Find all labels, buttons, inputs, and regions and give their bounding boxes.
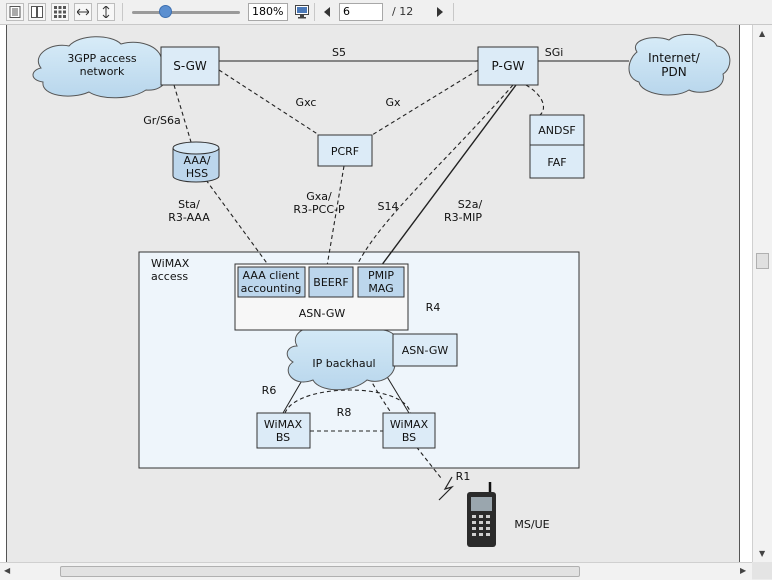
label-3gpp-access-1: 3GPP access xyxy=(67,52,137,65)
label-andsf: ANDSF xyxy=(538,124,576,137)
andsf-link xyxy=(525,84,545,119)
label-internet-1: Internet/ xyxy=(648,51,701,65)
label-ip-backhaul: IP backhaul xyxy=(312,357,375,370)
scroll-up-icon[interactable]: ▲ xyxy=(759,29,766,38)
document-page: 3GPP access network S-GW P-GW Internet/ … xyxy=(6,25,740,562)
gxc-link xyxy=(218,69,320,136)
next-page-icon[interactable] xyxy=(433,4,447,20)
label-pcrf: PCRF xyxy=(331,145,359,158)
scroll-left-icon[interactable]: ◀ xyxy=(4,566,11,575)
two-page-icon[interactable] xyxy=(28,3,46,21)
prev-page-icon[interactable] xyxy=(320,4,334,20)
label-r8: R8 xyxy=(337,406,352,419)
page-total: / 12 xyxy=(392,5,414,18)
label-pmip-2: MAG xyxy=(368,282,393,295)
label-r4: R4 xyxy=(426,301,441,314)
label-sta-2: R3-AAA xyxy=(168,211,210,224)
faf-box xyxy=(529,144,585,179)
bs-right-box xyxy=(382,412,436,449)
label-3gpp-access-2: network xyxy=(80,65,125,78)
scroll-corner xyxy=(752,562,772,579)
fit-height-icon[interactable] xyxy=(97,3,115,21)
label-wimax-access-2: access xyxy=(151,270,188,283)
label-aaa-client-2: accounting xyxy=(241,282,302,295)
radio-link-icon xyxy=(438,476,455,501)
label-bs-left-1: WiMAX xyxy=(264,418,303,431)
pgw-box xyxy=(477,46,539,86)
label-s2a-2: R3-MIP xyxy=(444,211,482,224)
label-aaa-hss-1: AAA/ xyxy=(184,154,211,167)
horizontal-scrollbar[interactable]: ◀ ▶ xyxy=(0,562,752,580)
label-s2a-1: S2a/ xyxy=(458,198,483,211)
gxa-link xyxy=(326,165,345,267)
label-pmip-1: PMIP xyxy=(368,269,394,282)
label-sta-1: Sta/ xyxy=(178,198,200,211)
label-r1: R1 xyxy=(456,470,471,483)
toolbar: 180% 6 / 12 xyxy=(0,0,772,25)
label-gxa-1: Gxa/ xyxy=(306,190,332,203)
single-page-icon[interactable] xyxy=(6,3,24,21)
asn-gw-side-box xyxy=(392,333,458,367)
label-asn-gw-main: ASN-GW xyxy=(299,307,346,320)
zoom-field[interactable]: 180% xyxy=(248,3,288,21)
scroll-down-icon[interactable]: ▼ xyxy=(759,549,766,558)
thumbnails-icon[interactable] xyxy=(51,3,69,21)
aaa-hss-cylinder xyxy=(172,141,220,183)
label-s5: S5 xyxy=(332,46,346,59)
vertical-scroll-thumb[interactable] xyxy=(756,253,769,269)
label-faf: FAF xyxy=(547,156,566,169)
bs-left-box xyxy=(256,412,311,449)
pmip-mag-box xyxy=(357,266,405,298)
scroll-right-icon[interactable]: ▶ xyxy=(740,566,747,575)
label-s14: S14 xyxy=(378,200,399,213)
sta-link xyxy=(205,179,270,267)
horizontal-scroll-thumb[interactable] xyxy=(60,566,580,577)
network-diagram: 3GPP access network S-GW P-GW Internet/ … xyxy=(32,33,731,547)
label-wimax-access-1: WiMAX xyxy=(151,257,190,270)
label-r6: R6 xyxy=(262,384,277,397)
label-gr-s6a: Gr/S6a xyxy=(143,114,180,127)
label-aaa-client-1: AAA client xyxy=(243,269,301,282)
label-gx: Gx xyxy=(385,96,401,109)
vertical-scrollbar[interactable]: ▲ ▼ xyxy=(752,25,772,562)
label-gxa-2: R3-PCC-P xyxy=(293,203,345,216)
label-gxc: Gxc xyxy=(296,96,317,109)
phone-icon xyxy=(467,482,496,547)
monitor-icon[interactable] xyxy=(293,3,311,21)
label-sgw: S-GW xyxy=(173,59,207,73)
label-ms-ue: MS/UE xyxy=(514,518,549,531)
pcrf-box xyxy=(317,134,373,167)
cloud-internet xyxy=(628,33,731,96)
label-bs-right-1: WiMAX xyxy=(390,418,429,431)
label-internet-2: PDN xyxy=(661,65,686,79)
label-beerf: BEERF xyxy=(313,276,348,289)
label-asn-gw-side: ASN-GW xyxy=(402,344,449,357)
page-number-field[interactable]: 6 xyxy=(339,3,383,21)
label-bs-right-2: BS xyxy=(402,431,416,444)
zoom-slider-track[interactable] xyxy=(132,11,240,14)
fit-width-icon[interactable] xyxy=(74,3,92,21)
label-bs-left-2: BS xyxy=(276,431,290,444)
label-sgi: SGi xyxy=(545,46,564,59)
label-aaa-hss-2: HSS xyxy=(186,167,208,180)
gr-s6a-link xyxy=(173,84,192,143)
label-pgw: P-GW xyxy=(492,59,525,73)
beerf-box xyxy=(308,266,354,298)
s2a-link xyxy=(380,84,517,267)
r8-arc xyxy=(283,389,411,421)
aaa-client-box xyxy=(237,266,306,298)
sgw-box xyxy=(160,46,220,86)
document-viewer: 3GPP access network S-GW P-GW Internet/ … xyxy=(0,25,752,562)
zoom-slider-thumb[interactable] xyxy=(159,5,172,18)
